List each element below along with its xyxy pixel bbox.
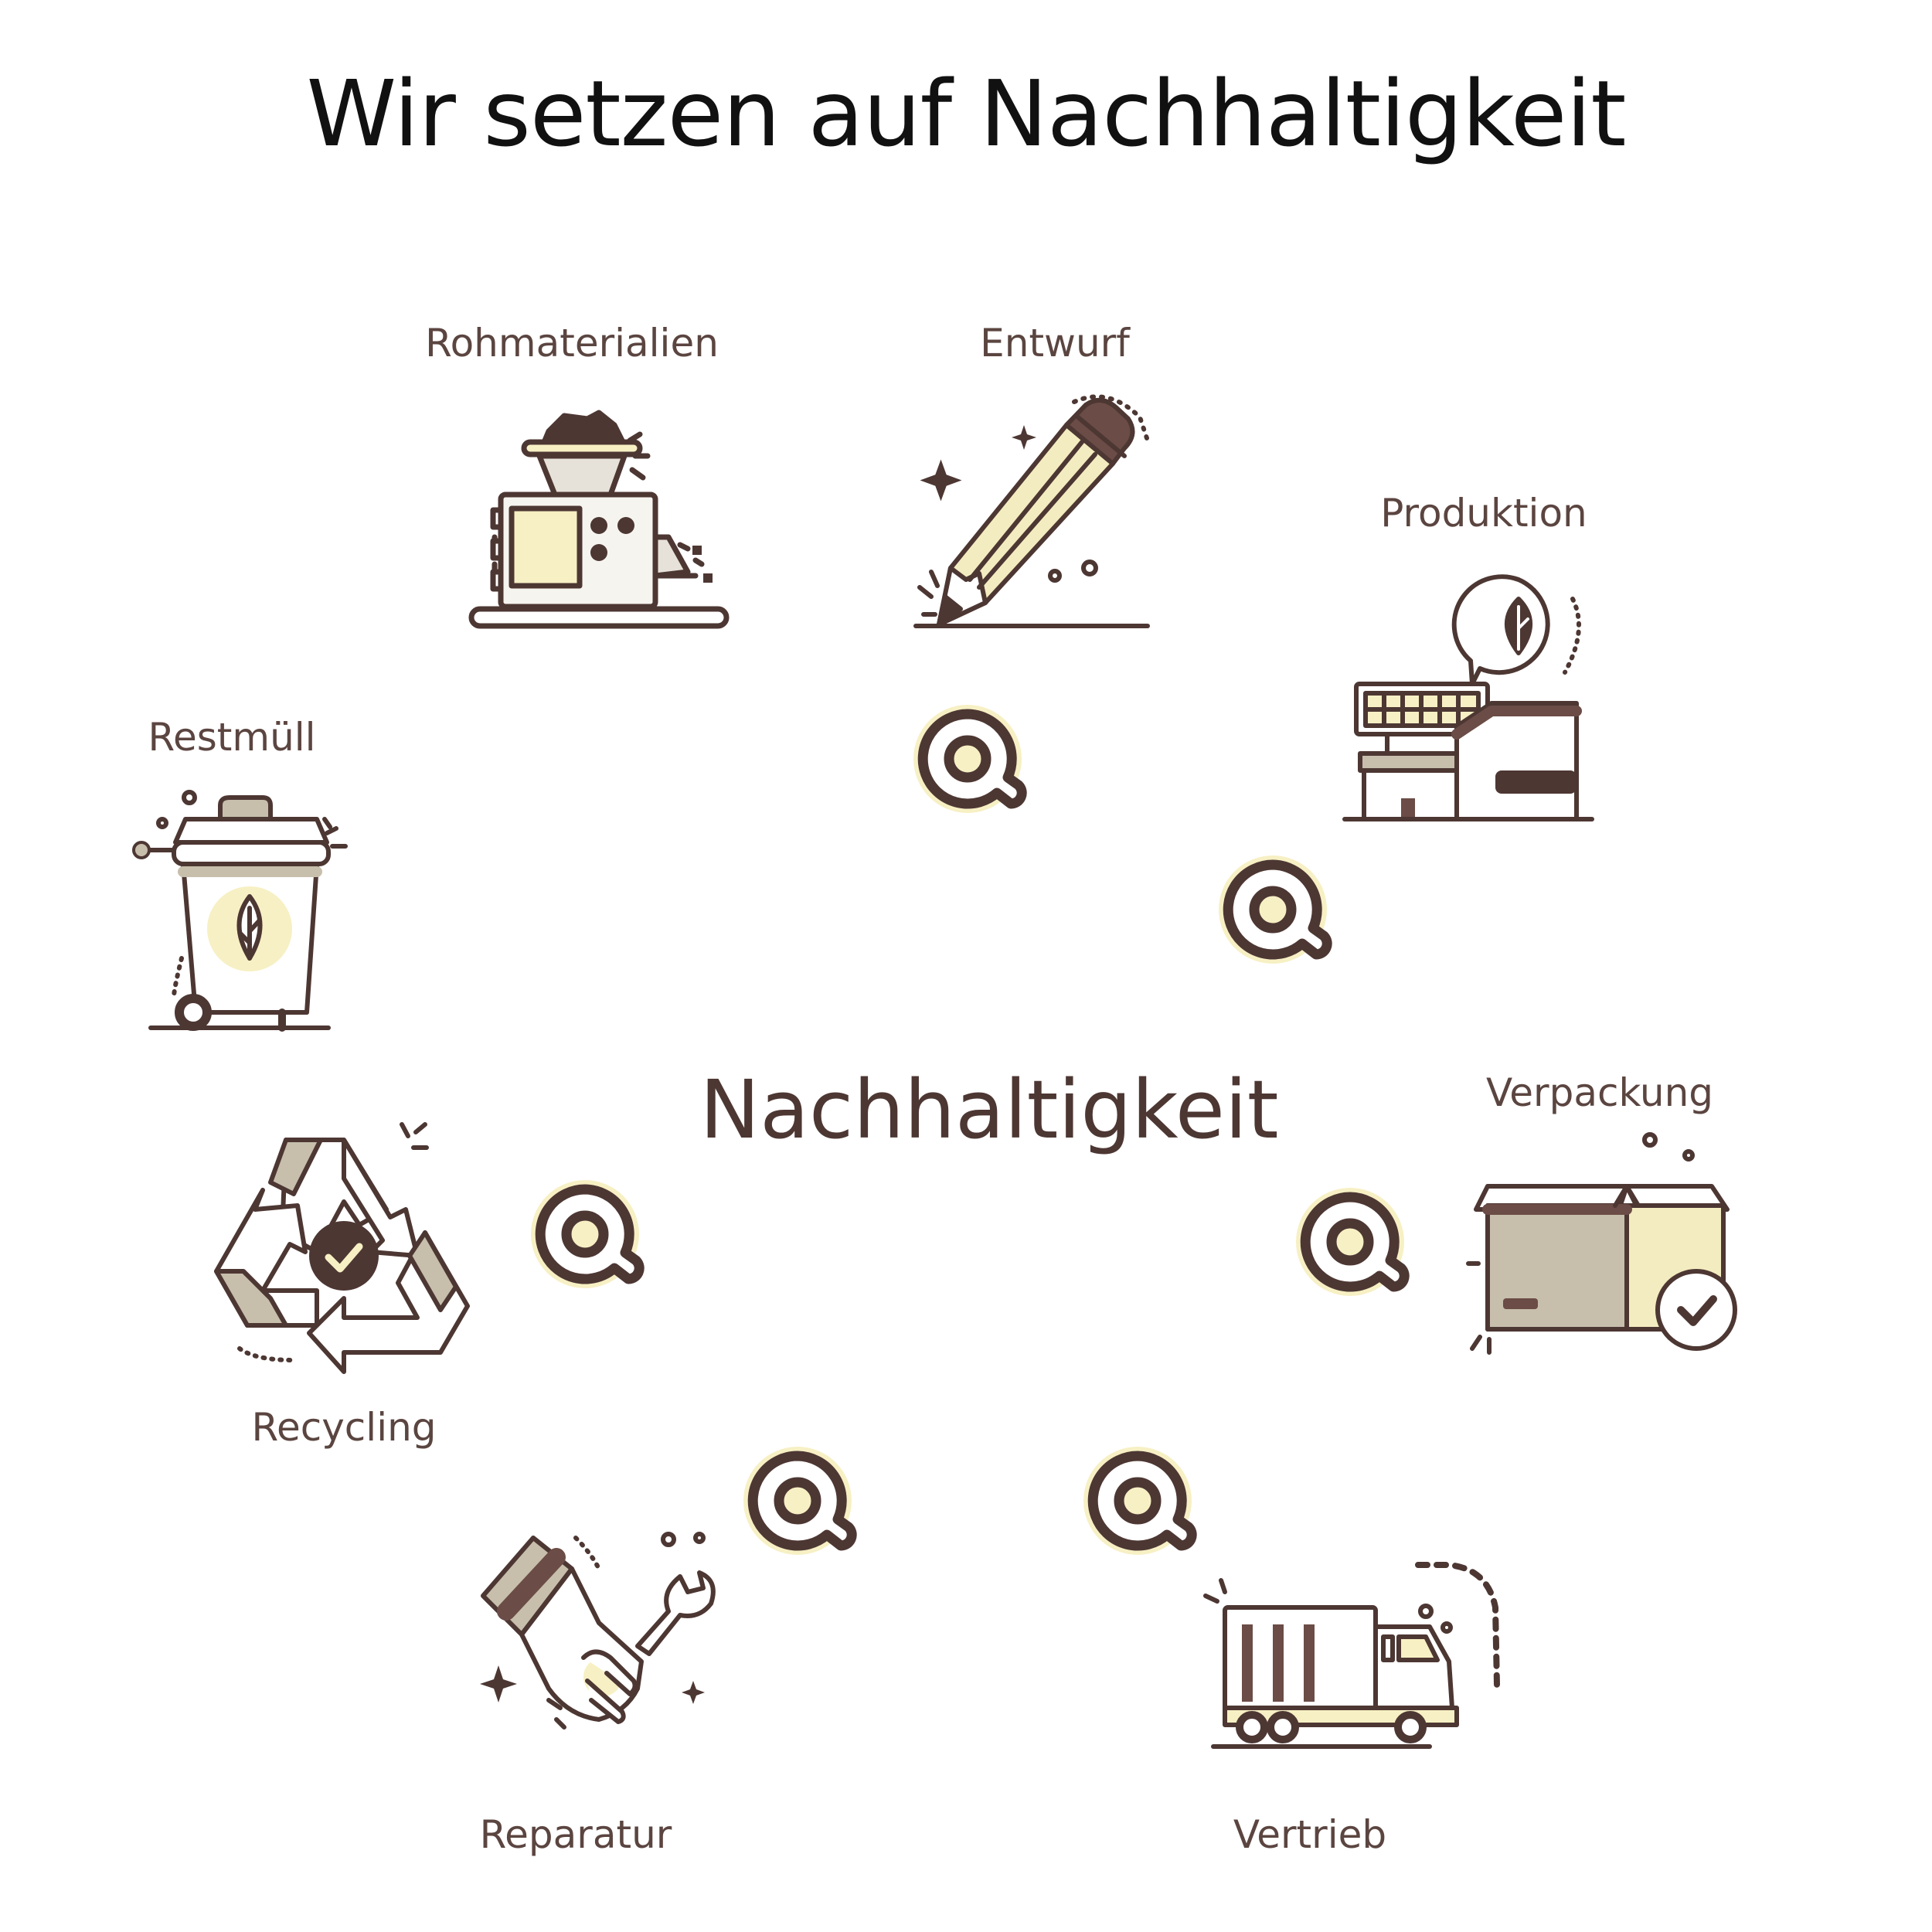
pencil-icon [893,394,1171,634]
stage-marker [1082,1445,1198,1561]
label-recycling: Recycling [112,1405,576,1450]
factory-icon [1341,568,1604,823]
stage-marker [1294,1186,1410,1302]
page-title: Wir setzen auf Nachhaltigkeit [0,60,1932,167]
machine-icon [464,410,734,634]
label-produktion: Produktion [1252,491,1716,536]
recycle-icon [209,1117,479,1379]
label-verpackung: Verpackung [1368,1070,1832,1115]
stage-marker [529,1179,645,1294]
label-rohmaterialien: Rohmaterialien [340,321,804,366]
box-icon [1464,1124,1774,1356]
label-vertrieb: Vertrieb [1078,1812,1542,1857]
center-label: Nachhaltigkeit [603,1063,1376,1157]
trash-bin-icon [128,781,375,1036]
label-restmuell: Restmüll [0,715,464,760]
stage-marker [912,703,1028,819]
stage-marker [742,1445,858,1561]
stage-marker [1217,854,1333,970]
label-entwurf: Entwurf [823,321,1287,366]
truck-icon [1194,1553,1519,1762]
wrench-hand-icon [475,1522,746,1747]
label-reparatur: Reparatur [344,1812,808,1857]
